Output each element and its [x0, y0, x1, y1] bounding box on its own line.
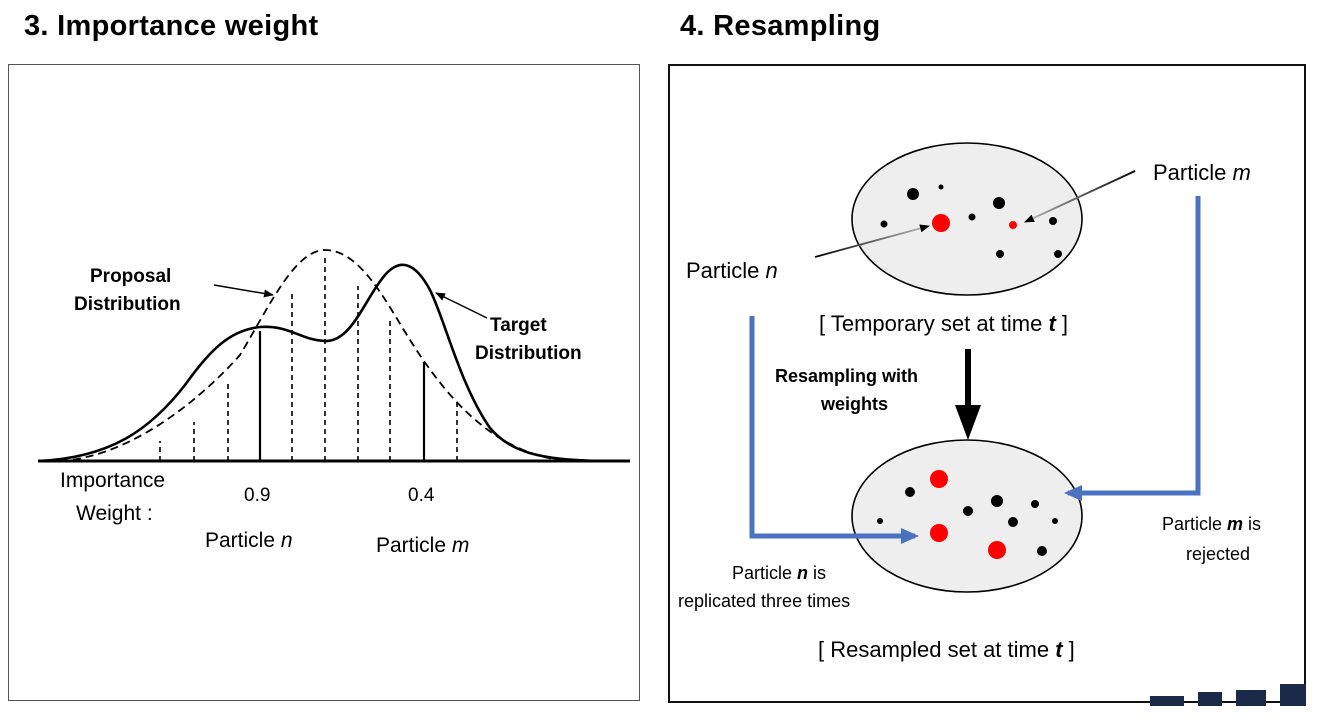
target-distribution-curve: [37, 263, 601, 463]
weight-caption-line1: Importance: [60, 469, 165, 492]
particle-m-pointer-arrow: [1024, 170, 1136, 223]
particle-m-label: Particle m: [376, 534, 469, 557]
weight-caption-line2: Weight :: [76, 502, 153, 525]
proposal-distribution-curve: [59, 249, 591, 462]
temporary-set-caption: [ Temporary set at time t ]: [819, 311, 1068, 336]
replicated-label-line2: replicated three times: [678, 591, 850, 611]
particle-n-label-top: Particle n: [686, 258, 778, 283]
target-label-line1: Target: [490, 315, 547, 336]
particle-n-pointer-arrow: [814, 224, 930, 258]
resampled-set-caption: [ Resampled set at time t ]: [818, 637, 1075, 662]
proposal-label-line2: Distribution: [74, 294, 181, 315]
temporary-set-ellipse: [851, 142, 1083, 296]
importance-weight-panel: [8, 64, 640, 701]
panel-title-importance-weight: 3. Importance weight: [24, 10, 319, 42]
particle-m-reject-arrow: [1064, 196, 1201, 501]
resampling-diagram: Particle m Particle n [ Temporary set at…: [678, 142, 1261, 662]
resampled-set-ellipse: [851, 439, 1083, 593]
importance-weight-diagram: Proposal Distribution Target Distributio…: [37, 249, 630, 557]
weight-value-particle-n: 0.9: [244, 485, 270, 506]
resampling-label-line1: Resampling with: [775, 366, 918, 386]
panel-title-resampling: 4. Resampling: [680, 10, 881, 42]
particle-m-label-top: Particle m: [1153, 160, 1251, 185]
target-label-line2: Distribution: [475, 343, 582, 364]
proposal-label-line1: Proposal: [90, 266, 171, 287]
replicated-label-line1: Particle n is: [732, 563, 826, 583]
target-pointer-arrow: [435, 292, 488, 319]
particle-n-label: Particle n: [205, 529, 293, 552]
rejected-label-line1: Particle m is: [1162, 514, 1261, 534]
weight-value-particle-m: 0.4: [408, 485, 435, 506]
weight-lines-solid: [258, 331, 426, 461]
particle-n-replicate-arrow: [749, 316, 919, 544]
corner-logo-fragment: [1150, 684, 1306, 706]
rejected-label-line2: rejected: [1186, 544, 1250, 564]
resampling-down-arrow-head: [955, 405, 981, 440]
temporary-set-particles: [880, 184, 1062, 258]
resampling-label-line2: weights: [820, 394, 888, 414]
proposal-pointer-arrow: [213, 284, 274, 298]
resampled-set-particles: [877, 470, 1058, 559]
